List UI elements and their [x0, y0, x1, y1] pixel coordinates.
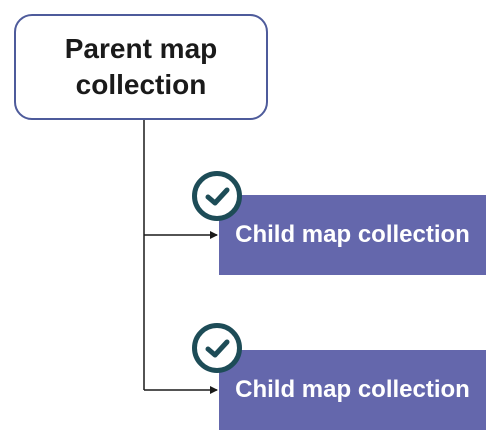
child-node: Child map collection [219, 350, 486, 430]
child-node-label: Child map collection [235, 221, 470, 248]
child-node: Child map collection [219, 195, 486, 275]
child-node-label: Child map collection [235, 376, 470, 403]
parent-node: Parent map collection [14, 14, 268, 120]
check-icon [192, 323, 242, 373]
parent-node-label: Parent map collection [64, 33, 218, 100]
check-icon [192, 171, 242, 221]
